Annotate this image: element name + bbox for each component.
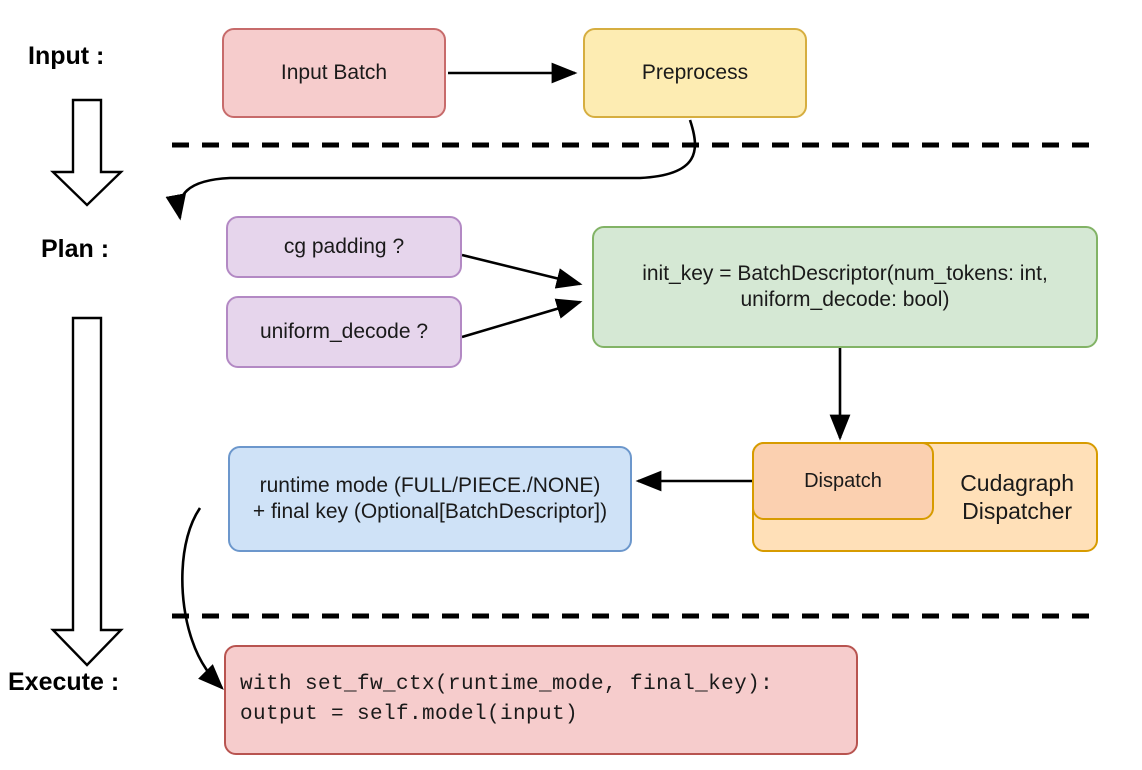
stage-label-plan: Plan : bbox=[41, 235, 110, 263]
node-init-key[interactable]: init_key = BatchDescriptor(num_tokens: i… bbox=[592, 226, 1098, 348]
node-cg-padding[interactable]: cg padding ? bbox=[226, 216, 462, 278]
cg-padding-to-init-key-arrow bbox=[461, 253, 583, 289]
uniform-decode-to-init-key-arrow bbox=[461, 298, 583, 339]
node-input-batch[interactable]: Input Batch bbox=[222, 28, 446, 118]
input-to-plan-arrow bbox=[50, 98, 124, 207]
node-runtime-mode[interactable]: runtime mode (FULL/PIECE./NONE) + final … bbox=[228, 446, 632, 552]
plan-to-execute-arrow bbox=[50, 316, 124, 667]
node-preprocess[interactable]: Preprocess bbox=[583, 28, 807, 118]
runtime-mode-to-code-block-arrow bbox=[181, 507, 224, 690]
stage-label-execute: Execute : bbox=[8, 668, 120, 696]
preprocess-to-cg-padding-arrow bbox=[165, 119, 697, 221]
node-uniform-decode[interactable]: uniform_decode ? bbox=[226, 296, 462, 368]
node-dispatch[interactable]: Dispatch bbox=[752, 442, 934, 520]
node-code-block[interactable]: with set_fw_ctx(runtime_mode, final_key)… bbox=[224, 645, 858, 755]
stage-label-input: Input : bbox=[28, 42, 105, 70]
